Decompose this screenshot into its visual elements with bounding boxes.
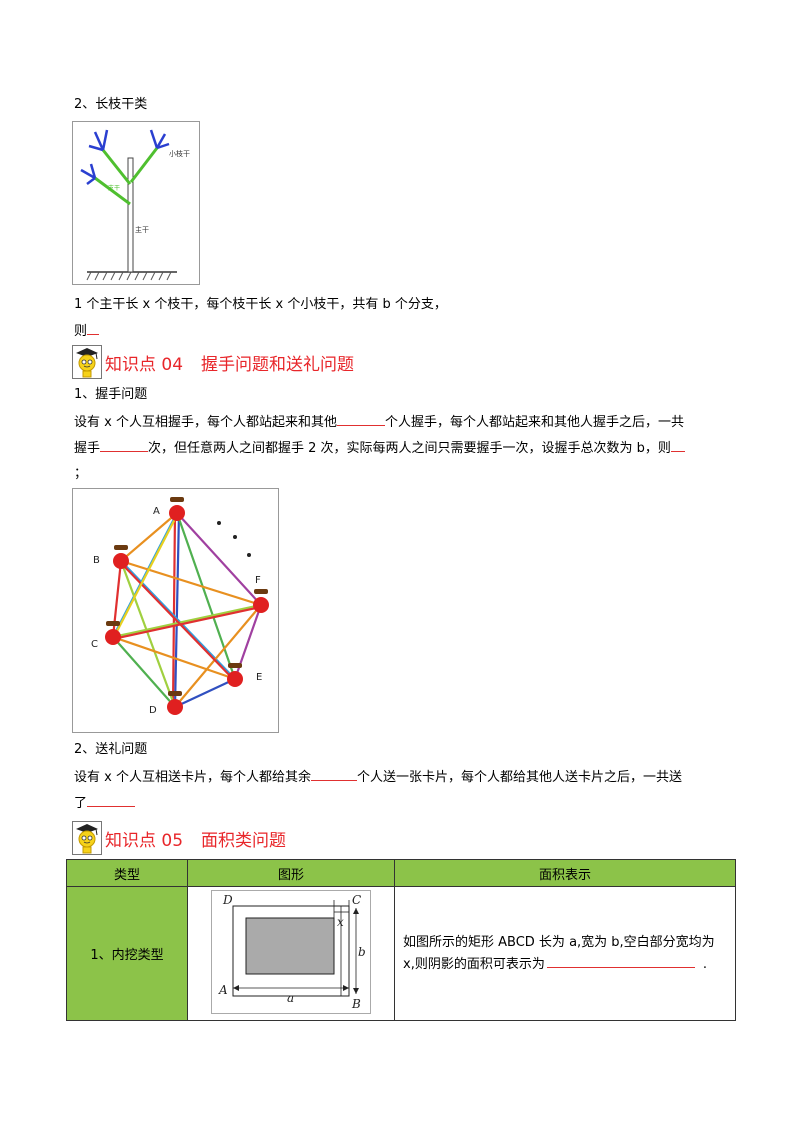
row-type: 1、内挖类型	[66, 886, 188, 1021]
tree-label-small-branch: 小枝干	[169, 149, 190, 158]
inner-cut-rectangle-figure: D C A B a b x	[211, 889, 371, 1014]
corner-label-c: C	[352, 893, 361, 907]
answer-blank[interactable]	[100, 439, 149, 452]
gift-line2: 了	[74, 794, 136, 813]
header-type: 类型	[66, 859, 188, 887]
gap-label-x: x	[337, 915, 344, 929]
person-label-f: F	[255, 575, 261, 586]
section-heading-long-branch: 2、长枝干类	[74, 97, 148, 112]
tree-text-line2: 则	[74, 322, 100, 341]
answer-blank[interactable]	[87, 322, 100, 335]
table-header-row: 类型 图形 面积表示	[66, 859, 736, 887]
header-area-expression: 面积表示	[394, 859, 736, 887]
person-label-b: B	[93, 555, 100, 566]
answer-blank[interactable]	[310, 768, 357, 781]
corner-label-b: B	[351, 997, 361, 1011]
table-row: 1、内挖类型 D C A B	[66, 886, 736, 1021]
handshake-heading: 1、握手问题	[74, 387, 148, 402]
person-label-a: A	[153, 506, 160, 517]
handshake-line1: 设有 x 个人互相握手，每个人都站起来和其他个人握手，每个人都站起来和其他人握手…	[74, 413, 684, 430]
tree-diagram: 小枝干 支干 主干	[72, 121, 200, 285]
header-figure: 图形	[187, 859, 395, 887]
scholar-mascot-icon	[72, 821, 102, 855]
handshake-line2: 握手次，但任意两人之间都握手 2 次，实际每两人之间只需要握手一次，设握手总次数…	[74, 439, 685, 458]
row-area-description: 如图所示的矩形 ABCD 长为 a,宽为 b,空白部分宽均为 x,则阴影的面积可…	[394, 886, 736, 1021]
corner-label-a: A	[218, 983, 228, 997]
scholar-mascot-icon	[72, 345, 102, 379]
person-label-c: C	[91, 639, 98, 650]
tree-label-main: 主干	[135, 225, 149, 234]
tree-text-then: 则	[74, 324, 88, 339]
width-label-b: b	[358, 945, 366, 959]
tree-label-branch: 支干	[108, 184, 120, 192]
answer-blank[interactable]	[670, 439, 685, 452]
length-label-a: a	[287, 991, 294, 1005]
gift-line1: 设有 x 个人互相送卡片，每个人都给其余个人送一张卡片，每个人都给其他人送卡片之…	[74, 768, 682, 785]
person-label-d: D	[149, 705, 157, 716]
answer-blank[interactable]	[87, 794, 136, 807]
row-figure: D C A B a b x	[187, 886, 395, 1021]
tree-text-line1: 1 个主干长 x 个枝干，每个枝干长 x 个小枝干，共有 b 个分支，	[74, 297, 447, 312]
answer-blank[interactable]	[336, 413, 385, 426]
answer-blank[interactable]	[546, 955, 695, 968]
corner-label-d: D	[222, 893, 233, 907]
handshake-line3: ；	[74, 466, 88, 481]
handshake-network-diagram: A B C D E F	[72, 488, 279, 733]
gift-heading: 2、送礼问题	[74, 742, 148, 757]
person-label-e: E	[256, 672, 262, 683]
area-problem-table: 类型 图形 面积表示 1、内挖类型 D C	[66, 859, 736, 1021]
